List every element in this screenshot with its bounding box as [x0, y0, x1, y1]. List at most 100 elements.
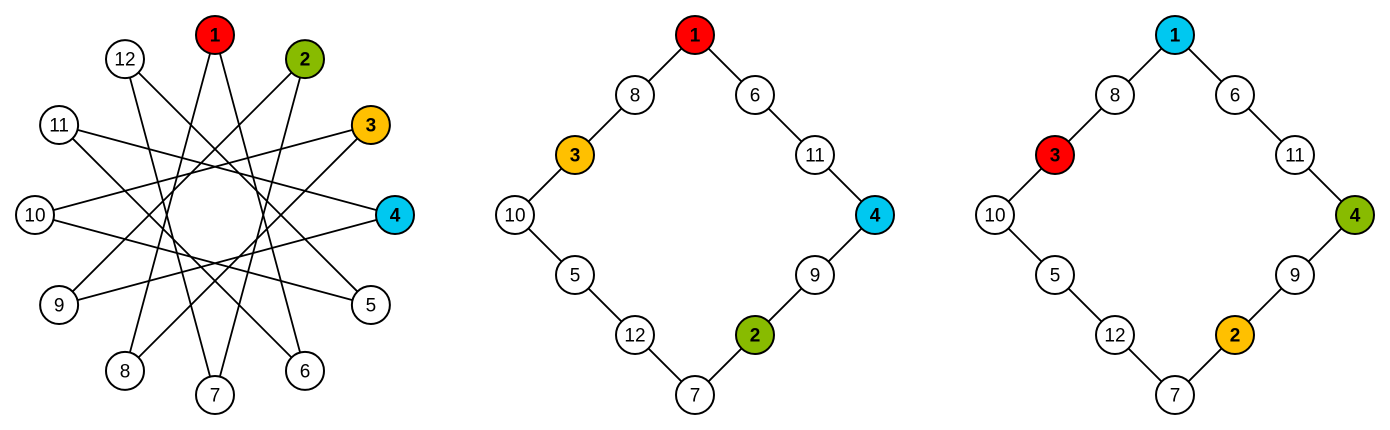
node-label: 11: [1285, 146, 1305, 167]
node-label: 10: [24, 206, 45, 227]
edge: [1307, 167, 1343, 203]
node-circle: [495, 195, 535, 235]
node-circle: [1095, 75, 1135, 115]
node-circle: [1155, 15, 1195, 55]
node-8: 8: [1095, 75, 1135, 115]
node-circle: [675, 375, 715, 415]
node-9: 9: [795, 255, 835, 295]
edge: [647, 47, 683, 83]
node-label: 10: [504, 206, 525, 227]
edge: [1067, 287, 1103, 323]
node-7: 7: [195, 375, 235, 415]
node-circle: [195, 15, 235, 55]
node-label: 8: [1110, 86, 1121, 107]
node-circle: [105, 39, 145, 80]
node-11: 11: [1275, 135, 1315, 175]
edge: [767, 287, 803, 323]
edge: [219, 77, 301, 377]
node-label: 12: [624, 326, 645, 347]
node-label: 7: [1170, 386, 1181, 407]
node-circle: [975, 195, 1015, 235]
node-circle: [615, 315, 655, 355]
node-circle: [795, 135, 835, 175]
edge: [137, 137, 359, 359]
node-circle: [39, 285, 80, 325]
node-4: 4: [375, 195, 415, 235]
node-7: 7: [1155, 375, 1195, 415]
diamond-cycle-graph-a: 16 11 4 92 7 12 5 10 3 8: [495, 15, 895, 415]
node-label: 12: [1104, 326, 1125, 347]
node-label: 2: [1230, 326, 1241, 347]
node-12: 12: [105, 39, 145, 80]
node-1: 1: [675, 15, 715, 55]
node-5: 5: [350, 285, 391, 325]
node-11: 11: [795, 135, 835, 175]
node-8: 8: [105, 350, 145, 391]
node-circle: [1215, 75, 1255, 115]
edge: [527, 227, 563, 263]
node-label: 5: [570, 266, 581, 287]
node-circle: [1275, 135, 1315, 175]
node-circle: [795, 255, 835, 295]
edge: [707, 47, 743, 83]
node-8: 8: [615, 75, 655, 115]
node-label: 7: [690, 386, 701, 407]
node-circle: [1275, 255, 1315, 295]
node-label: 9: [1290, 266, 1301, 287]
node-12: 12: [1095, 315, 1135, 355]
node-label: 1: [1170, 26, 1181, 47]
edge: [587, 107, 623, 143]
node-label: 2: [300, 50, 311, 71]
node-label: 11: [49, 116, 69, 137]
node-9: 9: [39, 285, 80, 325]
edge: [1247, 287, 1283, 323]
node-label: 4: [870, 206, 881, 227]
node-2: 2: [1215, 315, 1255, 355]
node-circle: [1035, 135, 1075, 175]
edge: [1187, 347, 1223, 383]
node-10: 10: [15, 195, 55, 235]
node-5: 5: [555, 255, 595, 295]
edge: [71, 137, 293, 359]
node-circle: [285, 39, 325, 80]
node-label: 1: [210, 26, 221, 47]
node-3: 3: [1035, 135, 1075, 175]
node-10: 10: [975, 195, 1015, 235]
node-label: 3: [1050, 146, 1061, 167]
node-label: 6: [300, 361, 311, 382]
edge: [1307, 227, 1343, 263]
node-12: 12: [615, 315, 655, 355]
node-7: 7: [675, 375, 715, 415]
edge: [129, 53, 211, 353]
edge-layer: [527, 47, 863, 383]
node-1: 1: [1155, 15, 1195, 55]
edge: [77, 219, 377, 301]
edge: [1187, 47, 1223, 83]
node-label: 9: [54, 296, 65, 317]
node-2: 2: [285, 39, 325, 80]
node-9: 9: [1275, 255, 1315, 295]
node-3: 3: [555, 135, 595, 175]
node-6: 6: [1215, 75, 1255, 115]
edge: [71, 71, 293, 293]
node-label: 10: [984, 206, 1005, 227]
node-circle: [1155, 375, 1195, 415]
node-circle: [285, 350, 325, 391]
node-label: 5: [366, 296, 377, 317]
node-label: 8: [630, 86, 641, 107]
node-circle: [555, 255, 595, 295]
node-6: 6: [735, 75, 775, 115]
node-label: 11: [805, 146, 825, 167]
node-circle: [555, 135, 595, 175]
node-2: 2: [735, 315, 775, 355]
edge: [587, 287, 623, 323]
edge: [1247, 107, 1283, 143]
edge: [827, 167, 863, 203]
edge: [1127, 347, 1163, 383]
node-1: 1: [195, 15, 235, 55]
